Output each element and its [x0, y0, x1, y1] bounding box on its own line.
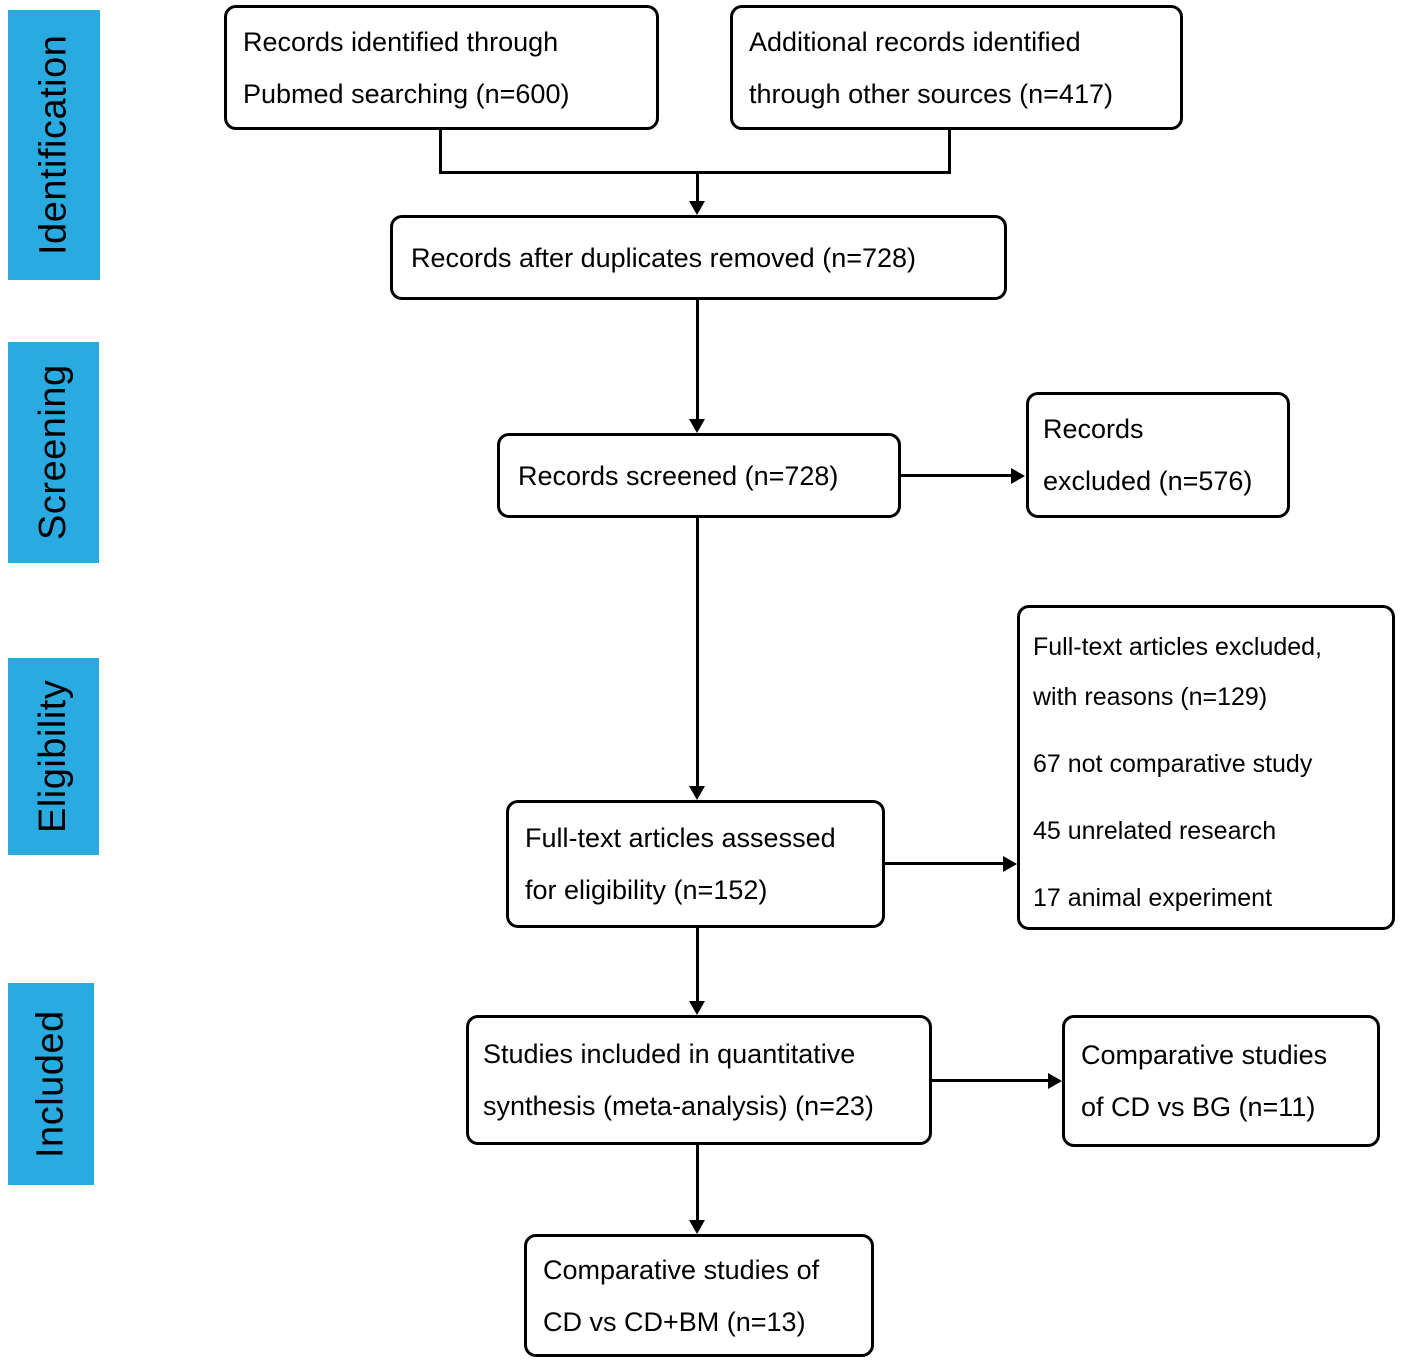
- connector-into-after-duplicates: [696, 171, 699, 204]
- arrowhead-into-screened: [689, 419, 705, 433]
- box-cd-vs-cdbm: Comparative studies of CD vs CD+BM (n=13…: [524, 1234, 874, 1357]
- arrowhead-into-cd-vs-bg: [1048, 1073, 1062, 1089]
- fulltext-excluded-title: Full-text articles excluded, with reason…: [1033, 633, 1323, 711]
- exclusion-reason-2: 45 unrelated research: [1033, 817, 1277, 845]
- box-records-screened: Records screened (n=728): [497, 433, 901, 518]
- connector-screened-to-fulltext: [696, 518, 699, 787]
- connector-duplicates-to-screened: [696, 300, 699, 420]
- connector-fulltext-to-included: [696, 928, 699, 1003]
- arrowhead-into-fulltext: [689, 786, 705, 800]
- connector-stem-records-identified: [439, 129, 442, 174]
- connector-included-to-cd-vs-bg: [932, 1079, 1050, 1082]
- connector-included-to-cd-vs-cdbm: [696, 1145, 699, 1222]
- box-records-excluded: Records excluded (n=576): [1026, 392, 1290, 518]
- exclusion-reason-1: 67 not comparative study: [1033, 750, 1313, 778]
- arrowhead-into-cd-vs-cdbm: [689, 1220, 705, 1234]
- connector-stem-additional-records: [948, 129, 951, 174]
- connector-fulltext-to-excluded-reasons: [885, 862, 1005, 865]
- connector-merge-line: [439, 171, 951, 174]
- box-cd-vs-bg: Comparative studies of CD vs BG (n=11): [1062, 1015, 1380, 1147]
- box-records-identified: Records identified through Pubmed search…: [224, 5, 659, 130]
- box-quantitative-included: Studies included in quantitative synthes…: [466, 1015, 932, 1145]
- arrowhead-into-after-duplicates: [689, 201, 705, 215]
- stage-label-screening: Screening: [8, 342, 99, 563]
- box-additional-records: Additional records identified through ot…: [730, 5, 1183, 130]
- stage-label-identification: Identification: [8, 10, 100, 280]
- arrowhead-into-included: [689, 1001, 705, 1015]
- stage-label-included: Included: [8, 983, 94, 1185]
- stage-label-eligibility: Eligibility: [8, 658, 99, 855]
- arrowhead-into-excluded-reasons: [1003, 856, 1017, 872]
- connector-screened-to-excluded: [901, 474, 1013, 477]
- box-after-duplicates: Records after duplicates removed (n=728): [390, 215, 1007, 300]
- box-fulltext-excluded: Full-text articles excluded, with reason…: [1017, 605, 1395, 930]
- exclusion-reason-3: 17 animal experiment: [1033, 884, 1273, 912]
- box-fulltext-assessed: Full-text articles assessed for eligibil…: [506, 800, 885, 928]
- arrowhead-into-excluded: [1011, 468, 1025, 484]
